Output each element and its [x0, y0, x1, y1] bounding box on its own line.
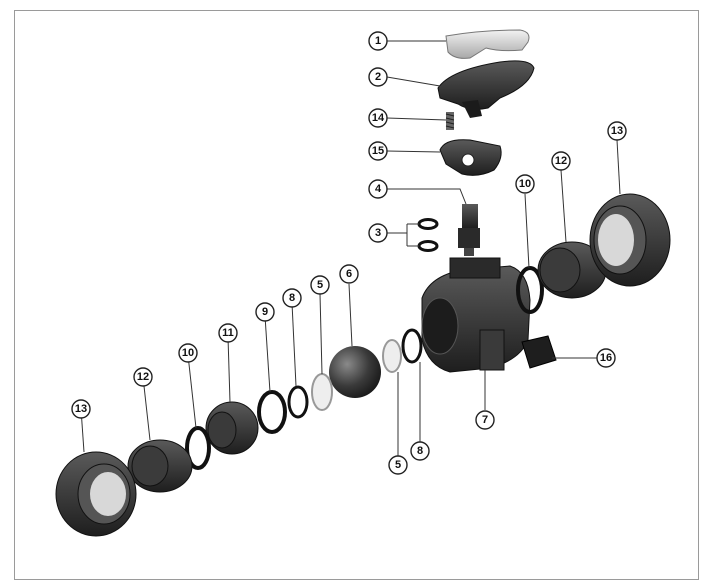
callout-12-right: 12: [551, 151, 571, 171]
callout-8-lower: 8: [410, 441, 430, 461]
svg-text:14: 14: [372, 112, 385, 124]
part-handle: [437, 60, 535, 118]
callout-16: 16: [596, 348, 616, 368]
part-seat-5-right: [382, 339, 402, 373]
svg-text:12: 12: [555, 155, 567, 167]
part-union-nut-right: [589, 193, 671, 287]
callout-1: 1: [368, 31, 388, 51]
svg-text:13: 13: [75, 403, 87, 415]
callout-5-upper: 5: [310, 275, 330, 295]
part-spring: [445, 112, 455, 130]
callout-2: 2: [368, 67, 388, 87]
callout-11: 11: [218, 323, 238, 343]
callout-5-lower: 5: [388, 455, 408, 475]
exploded-valve-diagram: 1 2 14 15 4 3 10 12 13 6 5 8 9 11 10 12 …: [55, 29, 671, 537]
part-carrier: [205, 401, 259, 455]
svg-text:7: 7: [482, 414, 488, 426]
callout-6: 6: [339, 264, 359, 284]
svg-text:8: 8: [417, 445, 423, 457]
part-oring-8-left: [287, 385, 309, 419]
svg-text:6: 6: [346, 268, 352, 280]
svg-text:4: 4: [375, 183, 382, 195]
part-oring-right: [516, 266, 544, 314]
part-stopper-plate: [439, 139, 502, 176]
callout-3: 3: [368, 223, 388, 243]
part-oring-8-right: [401, 328, 423, 364]
svg-text:11: 11: [222, 327, 234, 339]
part-ball: [329, 346, 381, 398]
part-handle-cap: [445, 29, 530, 59]
callout-7: 7: [475, 410, 495, 430]
part-oring-9: [257, 390, 287, 434]
callout-14: 14: [368, 108, 388, 128]
part-seat-5-left: [311, 373, 333, 411]
svg-text:5: 5: [317, 279, 323, 291]
svg-text:3: 3: [375, 227, 381, 239]
svg-text:15: 15: [372, 145, 384, 157]
svg-text:1: 1: [375, 35, 381, 47]
part-oring-left: [185, 426, 211, 470]
part-valve-body: [421, 257, 531, 373]
callout-15: 15: [368, 141, 388, 161]
svg-text:10: 10: [519, 178, 531, 190]
svg-text:10: 10: [182, 347, 194, 359]
svg-text:5: 5: [395, 459, 401, 471]
svg-text:13: 13: [611, 125, 623, 137]
part-mounting-bracket: [521, 335, 557, 369]
callout-10-left: 10: [178, 343, 198, 363]
callout-13-left: 13: [71, 399, 91, 419]
callout-8-upper: 8: [282, 288, 302, 308]
diagram-canvas: 1 2 14 15 4 3 10 12 13 6 5 8 9 11 10 12 …: [14, 10, 699, 580]
svg-text:9: 9: [262, 306, 268, 318]
part-stem-orings: [417, 218, 439, 252]
part-stem: [458, 204, 480, 256]
svg-text:16: 16: [600, 352, 612, 364]
part-end-connector-left: [127, 439, 193, 493]
callout-12-left: 12: [133, 367, 153, 387]
svg-text:12: 12: [137, 371, 149, 383]
callout-4: 4: [368, 179, 388, 199]
part-union-nut-left: [55, 451, 137, 537]
svg-text:8: 8: [289, 292, 295, 304]
callout-9: 9: [255, 302, 275, 322]
callout-10-right: 10: [515, 174, 535, 194]
svg-text:2: 2: [375, 71, 381, 83]
callout-13-right: 13: [607, 121, 627, 141]
